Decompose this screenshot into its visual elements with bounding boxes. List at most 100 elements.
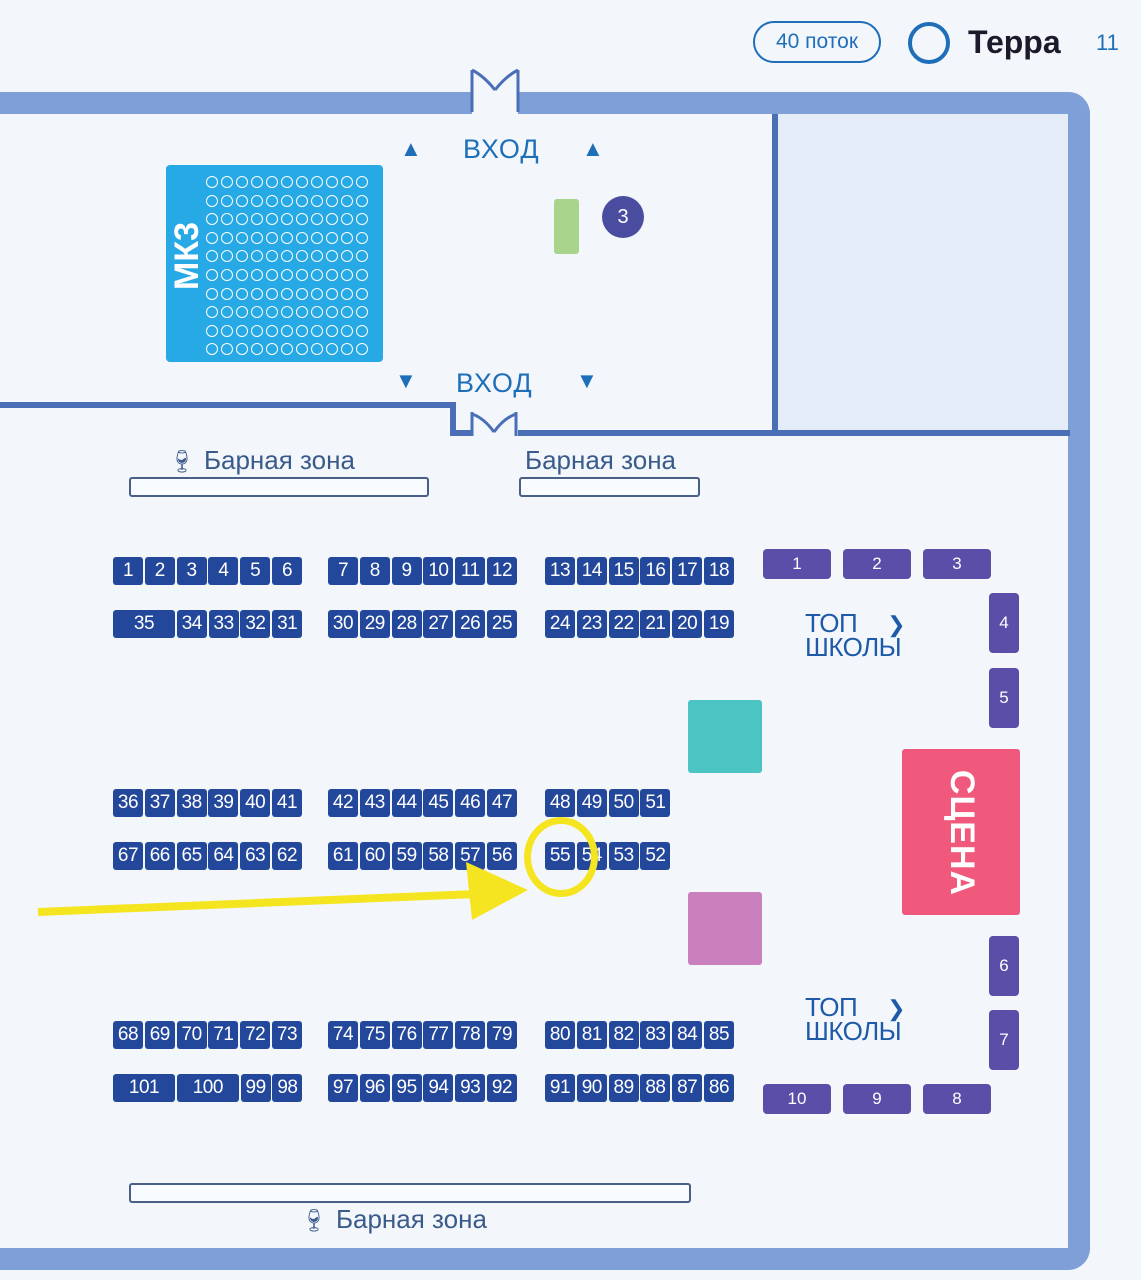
table-13[interactable]: 13: [545, 557, 575, 585]
table-65[interactable]: 65: [176, 842, 207, 870]
table-98[interactable]: 98: [272, 1074, 303, 1102]
table-21[interactable]: 21: [640, 610, 671, 638]
table-5[interactable]: 5: [240, 557, 271, 585]
table-52[interactable]: 52: [640, 842, 671, 870]
table-89[interactable]: 89: [608, 1074, 639, 1102]
table-6[interactable]: 6: [272, 557, 302, 585]
table-18[interactable]: 18: [704, 557, 734, 585]
table-50[interactable]: 50: [608, 789, 639, 817]
table-84[interactable]: 84: [672, 1021, 703, 1049]
table-33[interactable]: 33: [208, 610, 239, 638]
table-24[interactable]: 24: [545, 610, 575, 638]
table-32[interactable]: 32: [240, 610, 271, 638]
table-49[interactable]: 49: [576, 789, 607, 817]
table-66[interactable]: 66: [144, 842, 175, 870]
table-29[interactable]: 29: [359, 610, 390, 638]
table-44[interactable]: 44: [391, 789, 422, 817]
table-93[interactable]: 93: [455, 1074, 486, 1102]
table-35[interactable]: 35: [113, 610, 175, 638]
table-95[interactable]: 95: [391, 1074, 422, 1102]
table-12[interactable]: 12: [487, 557, 517, 585]
table-58[interactable]: 58: [423, 842, 454, 870]
table-31[interactable]: 31: [272, 610, 303, 638]
top-school-table-10[interactable]: 10: [763, 1084, 831, 1114]
table-9[interactable]: 9: [391, 557, 422, 585]
table-86[interactable]: 86: [704, 1074, 734, 1102]
top-school-table-9[interactable]: 9: [843, 1084, 911, 1114]
table-30[interactable]: 30: [328, 610, 358, 638]
table-94[interactable]: 94: [423, 1074, 454, 1102]
table-22[interactable]: 22: [608, 610, 639, 638]
top-school-table-1[interactable]: 1: [763, 549, 831, 579]
table-43[interactable]: 43: [359, 789, 390, 817]
table-91[interactable]: 91: [545, 1074, 575, 1102]
table-85[interactable]: 85: [704, 1021, 734, 1049]
table-17[interactable]: 17: [672, 557, 703, 585]
table-7[interactable]: 7: [328, 557, 358, 585]
table-71[interactable]: 71: [208, 1021, 239, 1049]
table-47[interactable]: 47: [487, 789, 517, 817]
table-10[interactable]: 10: [423, 557, 454, 585]
table-75[interactable]: 75: [359, 1021, 390, 1049]
table-61[interactable]: 61: [328, 842, 358, 870]
table-8[interactable]: 8: [359, 557, 390, 585]
table-14[interactable]: 14: [576, 557, 607, 585]
table-72[interactable]: 72: [240, 1021, 271, 1049]
table-92[interactable]: 92: [487, 1074, 517, 1102]
table-69[interactable]: 69: [144, 1021, 175, 1049]
table-101[interactable]: 101: [113, 1074, 175, 1102]
table-77[interactable]: 77: [423, 1021, 454, 1049]
table-38[interactable]: 38: [176, 789, 207, 817]
table-62[interactable]: 62: [272, 842, 302, 870]
table-4[interactable]: 4: [208, 557, 239, 585]
table-56[interactable]: 56: [487, 842, 517, 870]
table-79[interactable]: 79: [487, 1021, 517, 1049]
table-80[interactable]: 80: [545, 1021, 575, 1049]
top-school-table-5[interactable]: 5: [989, 668, 1019, 728]
table-100[interactable]: 100: [176, 1074, 239, 1102]
table-59[interactable]: 59: [391, 842, 422, 870]
table-20[interactable]: 20: [672, 610, 703, 638]
table-83[interactable]: 83: [640, 1021, 671, 1049]
table-3[interactable]: 3: [176, 557, 207, 585]
table-73[interactable]: 73: [272, 1021, 302, 1049]
table-70[interactable]: 70: [176, 1021, 207, 1049]
table-2[interactable]: 2: [144, 557, 175, 585]
table-53[interactable]: 53: [608, 842, 639, 870]
table-97[interactable]: 97: [328, 1074, 358, 1102]
table-37[interactable]: 37: [144, 789, 175, 817]
top-school-table-8[interactable]: 8: [923, 1084, 991, 1114]
table-46[interactable]: 46: [455, 789, 486, 817]
table-36[interactable]: 36: [113, 789, 143, 817]
table-60[interactable]: 60: [359, 842, 390, 870]
top-school-table-2[interactable]: 2: [843, 549, 911, 579]
table-88[interactable]: 88: [640, 1074, 671, 1102]
table-90[interactable]: 90: [576, 1074, 607, 1102]
table-1[interactable]: 1: [113, 557, 143, 585]
top-school-table-3[interactable]: 3: [923, 549, 991, 579]
table-67[interactable]: 67: [113, 842, 143, 870]
top-school-table-7[interactable]: 7: [989, 1010, 1019, 1070]
table-27[interactable]: 27: [423, 610, 454, 638]
table-40[interactable]: 40: [240, 789, 271, 817]
table-81[interactable]: 81: [576, 1021, 607, 1049]
table-99[interactable]: 99: [240, 1074, 271, 1102]
table-96[interactable]: 96: [359, 1074, 390, 1102]
table-63[interactable]: 63: [240, 842, 271, 870]
table-39[interactable]: 39: [208, 789, 239, 817]
table-45[interactable]: 45: [423, 789, 454, 817]
table-42[interactable]: 42: [328, 789, 358, 817]
table-19[interactable]: 19: [704, 610, 734, 638]
table-15[interactable]: 15: [608, 557, 639, 585]
table-28[interactable]: 28: [391, 610, 422, 638]
table-41[interactable]: 41: [272, 789, 302, 817]
table-23[interactable]: 23: [576, 610, 607, 638]
top-school-table-4[interactable]: 4: [989, 593, 1019, 653]
table-26[interactable]: 26: [455, 610, 486, 638]
top-school-table-6[interactable]: 6: [989, 936, 1019, 996]
table-64[interactable]: 64: [208, 842, 239, 870]
table-87[interactable]: 87: [672, 1074, 703, 1102]
table-51[interactable]: 51: [640, 789, 671, 817]
table-11[interactable]: 11: [455, 557, 486, 585]
table-25[interactable]: 25: [487, 610, 517, 638]
